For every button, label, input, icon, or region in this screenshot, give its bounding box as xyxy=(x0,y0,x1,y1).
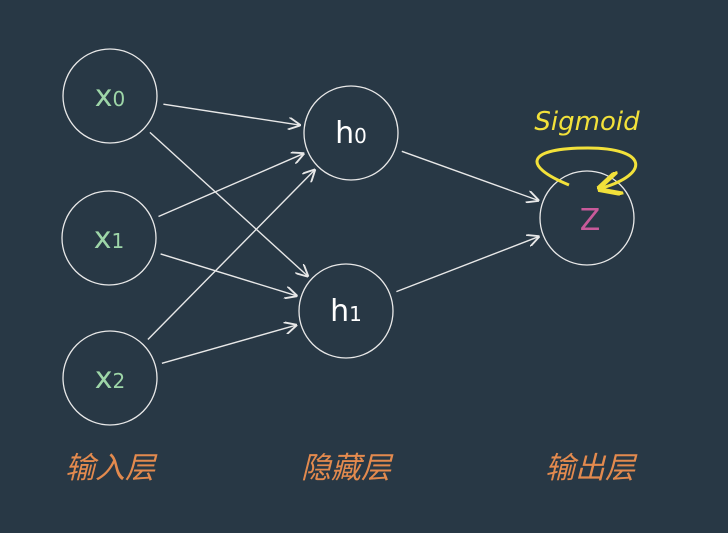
node-letter: x xyxy=(94,221,112,256)
svg-text:h1: h1 xyxy=(330,294,362,329)
edge-x1-to-h1 xyxy=(160,253,297,296)
svg-text:x1: x1 xyxy=(94,221,125,256)
activation-loop-arrow xyxy=(535,146,637,188)
node-letter: h xyxy=(330,294,349,329)
hidden-layer-label: 隐藏层 xyxy=(301,451,394,486)
edge-x0-to-h1 xyxy=(149,131,308,276)
input-node-x0: x0 xyxy=(62,48,158,144)
node-subscript: 2 xyxy=(113,369,126,393)
node-subscript: 1 xyxy=(112,229,125,253)
node-letter: x xyxy=(95,79,113,114)
output-layer-label: 输出层 xyxy=(545,451,638,486)
edge-x0-to-h0 xyxy=(163,103,299,125)
node-letter: h xyxy=(335,116,354,151)
edge-h1-to-z xyxy=(396,237,538,293)
hidden-node-h0: h0 xyxy=(303,85,399,181)
svg-text:Z: Z xyxy=(580,203,601,238)
output-node-z: Z xyxy=(539,170,635,266)
edge-h0-to-z xyxy=(401,150,538,200)
edge-x1-to-h0 xyxy=(158,154,304,218)
edge-x2-to-h1 xyxy=(161,325,296,364)
activation-label: Sigmoid xyxy=(534,107,640,137)
svg-text:h0: h0 xyxy=(335,116,367,151)
connections xyxy=(147,103,539,364)
edge-x2-to-h0 xyxy=(147,170,315,340)
node-subscript: 0 xyxy=(354,124,367,148)
svg-text:x0: x0 xyxy=(95,79,126,114)
svg-text:x2: x2 xyxy=(95,361,126,396)
input-node-x2: x2 xyxy=(62,330,158,426)
sigmoid-activation-loop: Sigmoid xyxy=(534,107,640,188)
node-subscript: 1 xyxy=(349,302,362,326)
node-letter: Z xyxy=(580,203,601,238)
node-letter: x xyxy=(95,361,113,396)
input-node-x1: x1 xyxy=(61,190,157,286)
node-subscript: 0 xyxy=(113,87,126,111)
hidden-node-h1: h1 xyxy=(298,263,394,359)
input-layer-label: 输入层 xyxy=(65,451,158,486)
